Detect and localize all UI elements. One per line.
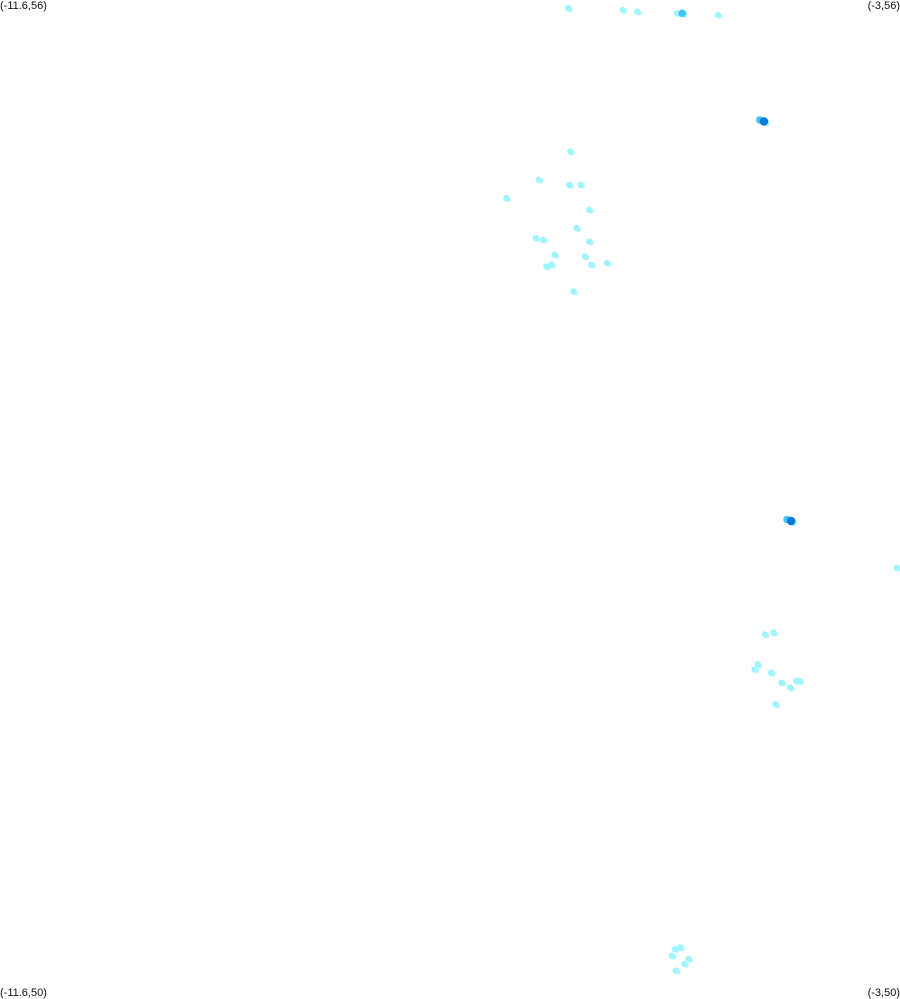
cluster-point-low <box>581 253 589 260</box>
cluster-point-low <box>893 564 900 571</box>
intensity-clusters <box>503 5 900 975</box>
cluster-point-low <box>677 944 684 951</box>
cluster-point-low <box>793 677 800 685</box>
cluster-point-low <box>751 666 758 673</box>
cluster-point-low <box>566 181 573 188</box>
cluster-point-low <box>573 224 580 232</box>
cluster-point-low <box>671 945 679 953</box>
cluster-point-low <box>570 288 577 295</box>
cluster-point-low <box>754 661 761 668</box>
cluster-point-low <box>668 952 676 959</box>
cluster-point-low <box>673 10 681 17</box>
cluster-point-low <box>634 8 641 15</box>
cluster-point-low <box>539 236 547 243</box>
cluster-point-low <box>786 684 794 691</box>
cluster-point-low <box>770 629 777 636</box>
cluster-point-low <box>714 11 722 19</box>
cluster-point-mid <box>678 9 687 18</box>
cluster-point-low <box>768 669 775 676</box>
corner-label-top-left: (-11.6,56) <box>0 0 47 12</box>
cluster-point-low <box>532 234 539 242</box>
cluster-point-low <box>778 679 785 686</box>
cluster-point-low <box>588 261 595 268</box>
corner-label-bottom-left: (-11.6,50) <box>0 987 47 999</box>
cluster-point-low <box>586 238 593 245</box>
cluster-point-low <box>672 967 680 974</box>
cluster-point-low <box>619 6 626 14</box>
cluster-point-high <box>787 516 796 526</box>
cluster-point-low <box>685 955 692 963</box>
cluster-point-low <box>603 259 611 267</box>
cluster-point-low <box>535 176 543 183</box>
cluster-point-high <box>759 117 769 126</box>
cluster-point-low <box>772 701 779 708</box>
cluster-point-low <box>567 148 574 155</box>
cluster-point-low <box>681 960 688 968</box>
cluster-point-low <box>551 251 558 258</box>
cluster-point-low <box>543 263 550 270</box>
cluster-point-low <box>577 181 584 188</box>
cluster-point-low <box>503 194 510 202</box>
cluster-point-low <box>761 631 769 638</box>
corner-label-bottom-right: (-3,50) <box>867 987 900 999</box>
corner-label-top-right: (-3,56) <box>867 0 900 12</box>
cluster-point-low <box>586 206 593 213</box>
cluster-point-low <box>565 5 572 12</box>
cluster-point-low <box>548 261 555 268</box>
